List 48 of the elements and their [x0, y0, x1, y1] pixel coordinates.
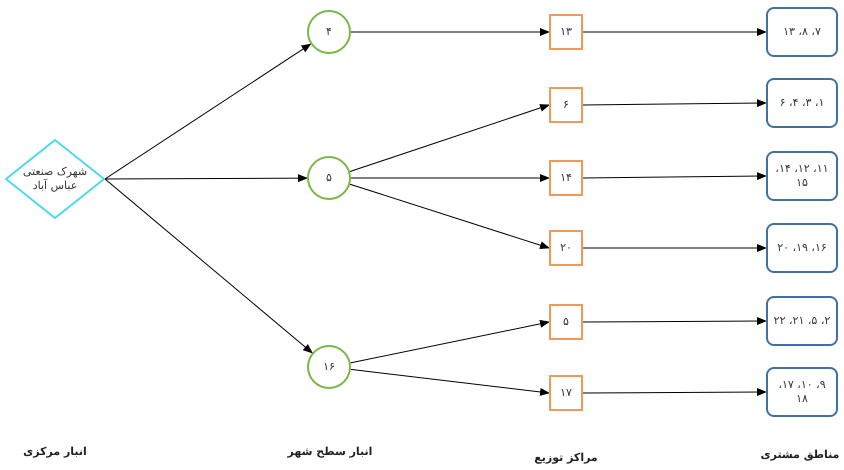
customer-box [766, 78, 838, 128]
arrow [350, 28, 550, 36]
arrow [104, 44, 312, 180]
node-label: ۴ [326, 25, 332, 39]
arrow [350, 174, 550, 182]
distribution-box [549, 304, 583, 340]
node-label: ۵ [563, 315, 569, 329]
customer-box [766, 296, 838, 346]
arrow [582, 317, 767, 326]
node-label: ۲۰ [560, 241, 572, 255]
decision-diamond [5, 139, 105, 219]
arrow [104, 174, 308, 182]
distribution-box [549, 14, 583, 50]
column-heading: مناطق مشتری [760, 447, 840, 463]
node-label: ۱۶، ۱۹، ۲۰ [776, 241, 828, 255]
node-label: ۱۱، ۱۲، ۱۴، ۱۵ [774, 162, 830, 190]
arrow [582, 388, 767, 396]
arrow [350, 184, 550, 250]
node-label: ۷، ۸، ۱۳ [782, 25, 822, 39]
distribution-box [549, 87, 583, 123]
customer-box [766, 223, 838, 273]
node-label: ۹، ۱۰، ۱۷، ۱۸ [777, 378, 827, 406]
column-heading: مراکز توزیع [534, 450, 598, 466]
column-heading: انبار سطح شهر [288, 444, 372, 460]
customer-box [766, 7, 838, 57]
arrow [104, 178, 313, 354]
arrow [350, 104, 550, 172]
node-label: ۱۷ [560, 386, 572, 400]
arrow [582, 172, 767, 180]
node-label: ۲، ۵، ۲۱، ۲۲ [772, 314, 832, 328]
node-label: ۱، ۳، ۴، ۶ [778, 96, 826, 110]
node-label: شهرک صنعتی عباس آباد [22, 165, 88, 193]
arrow [582, 28, 767, 36]
arrow [582, 244, 767, 252]
arrow [582, 99, 767, 108]
node-label: ۱۶ [323, 360, 335, 374]
node-label: ۵ [326, 171, 332, 185]
distribution-box [549, 160, 583, 196]
node-label: ۶ [563, 98, 569, 112]
arrow [350, 368, 550, 396]
customer-box [766, 367, 838, 417]
arrow [350, 320, 550, 364]
column-heading: انبار مرکزی [23, 444, 87, 460]
distribution-box [549, 375, 583, 411]
node-label: ۱۴ [560, 171, 572, 185]
customer-box [766, 151, 838, 201]
node-label: ۱۳ [560, 25, 572, 39]
distribution-box [549, 230, 583, 266]
